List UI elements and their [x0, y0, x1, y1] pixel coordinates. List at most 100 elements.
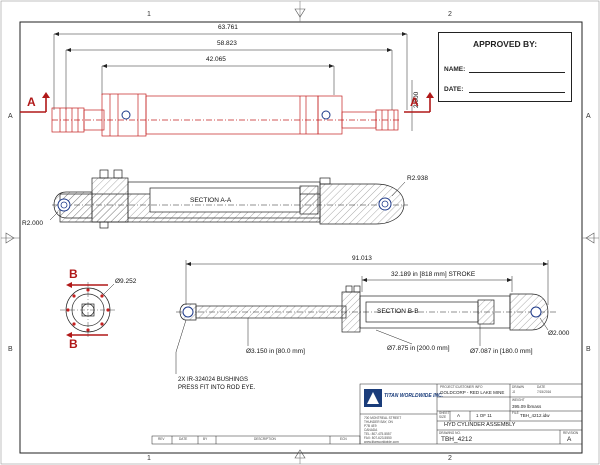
side-view-right-eye: [530, 306, 542, 318]
center-triangle-bottom: [294, 449, 306, 459]
section-aa-left-eye-inner: [60, 201, 68, 209]
approval-name-line[interactable]: [469, 72, 565, 73]
leader-r2000: [49, 211, 59, 221]
dim-overall-length: 63.761: [218, 24, 238, 31]
zone-label-left-a: A: [8, 113, 13, 120]
file-label: FILE: [512, 411, 519, 415]
center-triangle-left: [5, 232, 15, 244]
address-line-5: TEL: 807-475-5557: [364, 432, 392, 436]
page-count: 1 OF 11: [476, 413, 492, 418]
rev-header-rev: REV: [158, 437, 165, 441]
size-value: A: [457, 413, 461, 418]
side-view-dimensions: [185, 260, 549, 305]
zone-label-right-a: A: [586, 113, 591, 120]
dimension-arrowheads: [54, 32, 407, 68]
zone-label-top-2: 2: [448, 11, 452, 18]
center-triangle-right: [585, 232, 595, 244]
end-view-bolts: [66, 288, 110, 332]
address-line-4: CANADA: [364, 428, 378, 432]
address-line-3: P7B 4E9: [364, 424, 377, 428]
rev-header-description: DESCRIPTION: [254, 437, 276, 441]
drawn-label: DRAWN: [512, 385, 524, 389]
leader-r2938: [391, 181, 406, 197]
drawing-number: TBH_4212: [441, 436, 473, 443]
section-aa-view: [52, 169, 408, 229]
top-view-rod-eye-pin: [121, 110, 131, 120]
pin-diameter: Ø2.000: [548, 330, 570, 337]
bore-outer-diameter: Ø7.875 in [200.0 mm]: [387, 345, 450, 352]
side-view-leaders: [175, 317, 549, 374]
size-label: SIZE: [439, 415, 447, 419]
drawn-value: JJ: [512, 390, 516, 394]
section-bb-label: SECTION B-B: [377, 308, 419, 315]
zone-label-right-b: B: [586, 346, 591, 353]
leader-d9252: [103, 283, 115, 295]
rev-header-date: DATE: [179, 437, 188, 441]
top-view-piston-pin: [321, 110, 331, 120]
address-line-7: www.titanworldwide.com: [364, 440, 399, 444]
section-b-bottom-arrow: [66, 332, 108, 338]
end-view-diameter: Ø9.252: [115, 278, 137, 285]
section-a-left-label: A: [27, 95, 36, 109]
section-b-bottom-label: B: [69, 337, 78, 351]
bushing-note-line-2: PRESS FIT INTO ROD EYE.: [178, 385, 256, 391]
address-line-2: THUNDER BAY, ON: [364, 420, 393, 424]
approval-name-label: NAME:: [444, 66, 466, 73]
approval-date-line[interactable]: [469, 92, 565, 93]
dim-mid-length: 58.823: [217, 40, 237, 47]
revision-label: REVISION: [563, 431, 579, 435]
date-label: DATE: [537, 385, 546, 389]
approval-title: APPROVED BY:: [472, 39, 538, 49]
zone-label-bottom-1: 1: [147, 455, 151, 462]
section-b-top-label: B: [69, 267, 78, 281]
weight-label: WEIGHT: [512, 398, 525, 402]
revision-value: A: [567, 436, 572, 443]
side-view-arrowheads: [186, 262, 548, 282]
section-aa-radius-left: R2.000: [22, 220, 43, 227]
rev-header-ecn: ECN: [340, 437, 347, 441]
bushing-note-line-1: 2X IR-324024 BUSHINGS: [178, 377, 249, 383]
section-a-right-arrow: [404, 92, 434, 113]
inner-frame: [19, 21, 583, 454]
date-value: 7/15/2016: [537, 390, 552, 394]
address-line-6: FAX: 807-623-5550: [364, 436, 392, 440]
end-view: [60, 282, 116, 338]
section-aa-right-eye: [378, 197, 392, 211]
project-customer: GOLDCORP - RED LAKE MINE: [440, 390, 505, 395]
section-a-left-arrow: [20, 92, 50, 113]
section-b-top-arrow: [66, 282, 108, 288]
zone-label-bottom-2: 2: [448, 455, 452, 462]
company-name: TITAN WORLDWIDE INC.: [384, 393, 444, 399]
sheet-label: SHEET: [439, 411, 450, 415]
section-aa-radius-right: R2.938: [407, 175, 428, 182]
drawing-number-label: DRAWING NO.: [439, 431, 461, 435]
approval-box: APPROVED BY: NAME: DATE:: [438, 32, 572, 102]
side-view-overall-dim: 91.013: [352, 255, 372, 262]
rev-header-by: BY: [203, 437, 208, 441]
side-view-left-eye: [182, 306, 194, 318]
address-line-1: 700 MONTREAL STREET: [364, 416, 402, 420]
center-triangle-top: [294, 8, 306, 18]
cylinder-top-view: [51, 93, 400, 137]
side-view-stroke-dim: 32.189 in [818 mm] STROKE: [391, 271, 476, 278]
section-aa-label: SECTION A-A: [190, 197, 232, 204]
zone-label-left-b: B: [8, 346, 13, 353]
section-aa-right-eye-inner: [381, 200, 389, 208]
approval-date-label: DATE:: [444, 86, 464, 93]
zone-label-top-1: 1: [147, 11, 151, 18]
weight-value: 395.09 lbmass: [512, 404, 542, 409]
company-logo: [364, 389, 382, 407]
section-aa-left-eye: [57, 198, 71, 212]
section-a-right-label: A: [410, 95, 419, 109]
file-value: TBH_4212.idw: [520, 413, 550, 418]
rod-diameter: Ø3.150 in [80.0 mm]: [246, 348, 305, 355]
bore-inner-diameter: Ø7.087 in [180.0 mm]: [470, 348, 533, 355]
drawing-description: HYD CYLINDER ASSEMBLY: [444, 422, 516, 428]
dim-inner-length: 42.065: [206, 56, 226, 63]
side-view: [176, 285, 556, 333]
project-customer-label: PROJECT/CUSTOMER INFO: [440, 385, 483, 389]
title-block-lines: [151, 383, 583, 445]
top-view-dimensions: [53, 33, 413, 131]
